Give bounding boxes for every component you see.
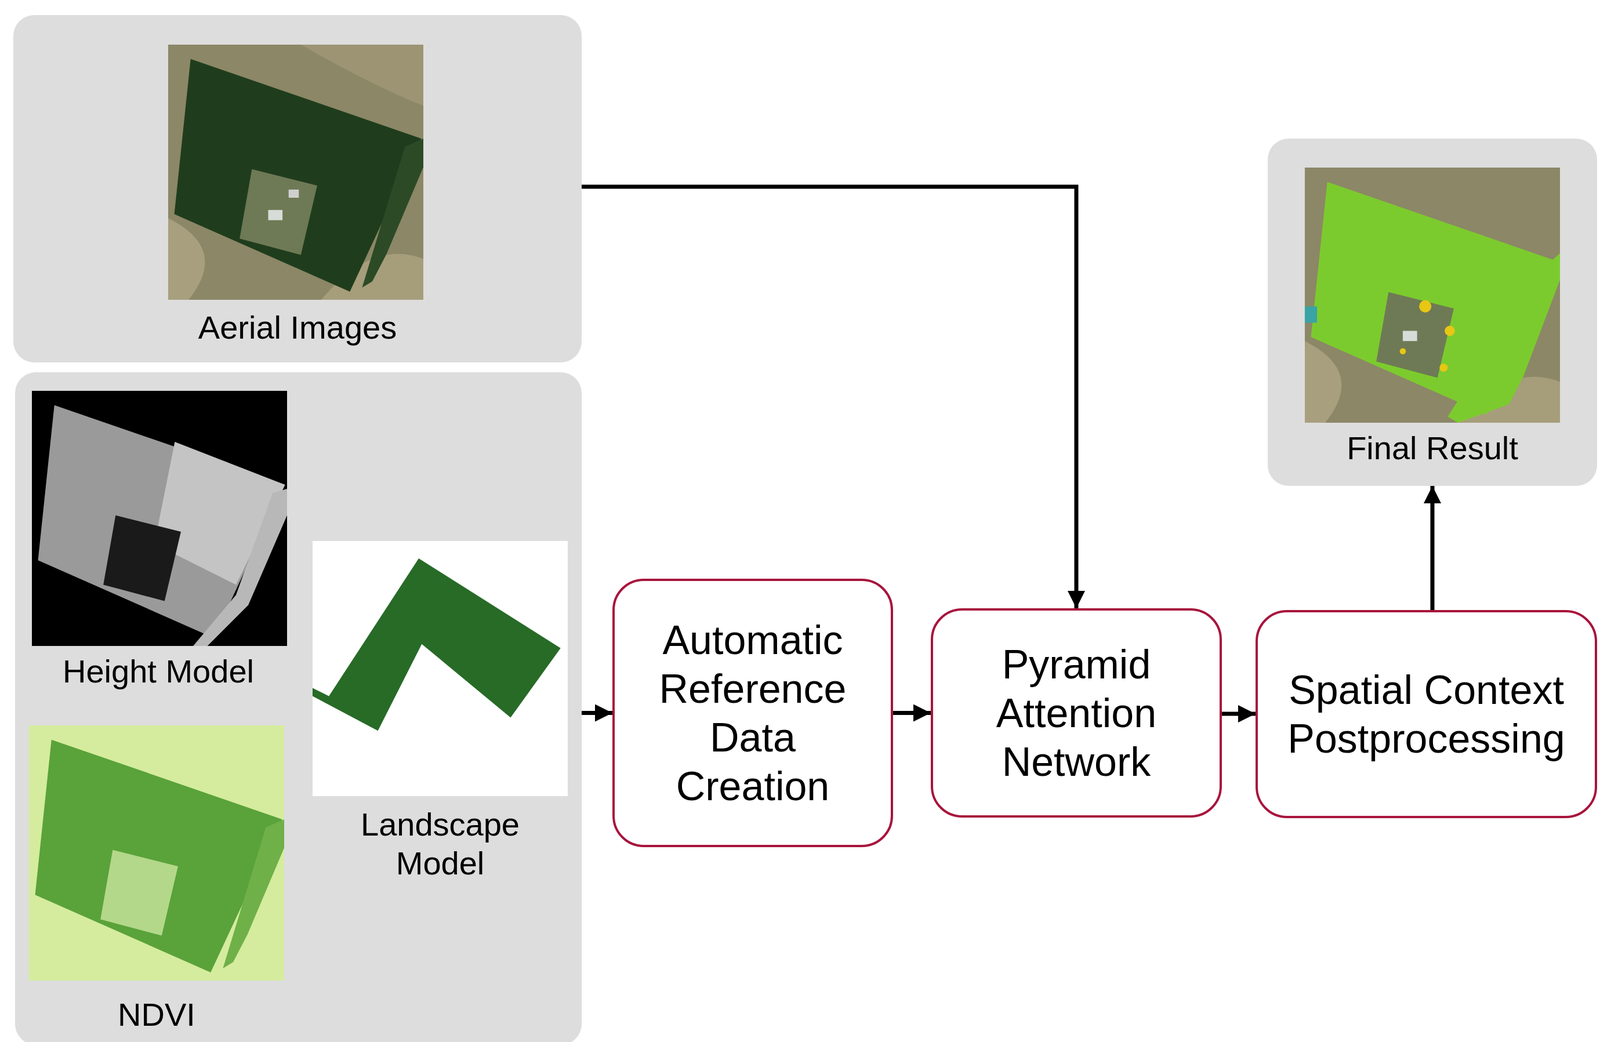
map-image	[28, 725, 285, 981]
image-tile: Height Model	[27, 390, 289, 693]
image-caption: NDVI	[23, 995, 290, 1034]
process-label: Spatial Context Postprocessing	[1271, 665, 1581, 764]
process-label: Pyramid Attention Network	[951, 640, 1202, 787]
flow-arrow	[581, 710, 613, 716]
image-tile: NDVI	[23, 725, 290, 1039]
process-box: Pyramid Attention Network	[930, 608, 1222, 818]
flow-arrow	[1430, 485, 1435, 611]
process-label: Automatic Reference Data Creation	[630, 615, 875, 811]
flow-arrow	[893, 710, 931, 716]
flow-arrow	[581, 186, 1077, 609]
image-caption: Landscape Model	[344, 804, 536, 883]
process-box: Automatic Reference Data Creation	[612, 578, 894, 848]
image-caption: Height Model	[27, 651, 289, 691]
image-caption: Final Result	[1267, 428, 1598, 468]
map-image	[31, 390, 288, 647]
input-panel: Aerial Images	[13, 15, 582, 363]
map-image	[312, 541, 568, 797]
map-image	[1304, 167, 1560, 423]
flow-arrow	[1221, 712, 1256, 717]
image-tile: Landscape Model	[312, 541, 568, 890]
map-image	[168, 44, 424, 300]
output-panel: Final Result	[1267, 138, 1598, 486]
image-caption: Aerial Images	[13, 307, 582, 347]
process-box: Spatial Context Postprocessing	[1255, 610, 1598, 819]
input-panel: Height ModelLandscape ModelNDVI	[15, 372, 582, 1042]
